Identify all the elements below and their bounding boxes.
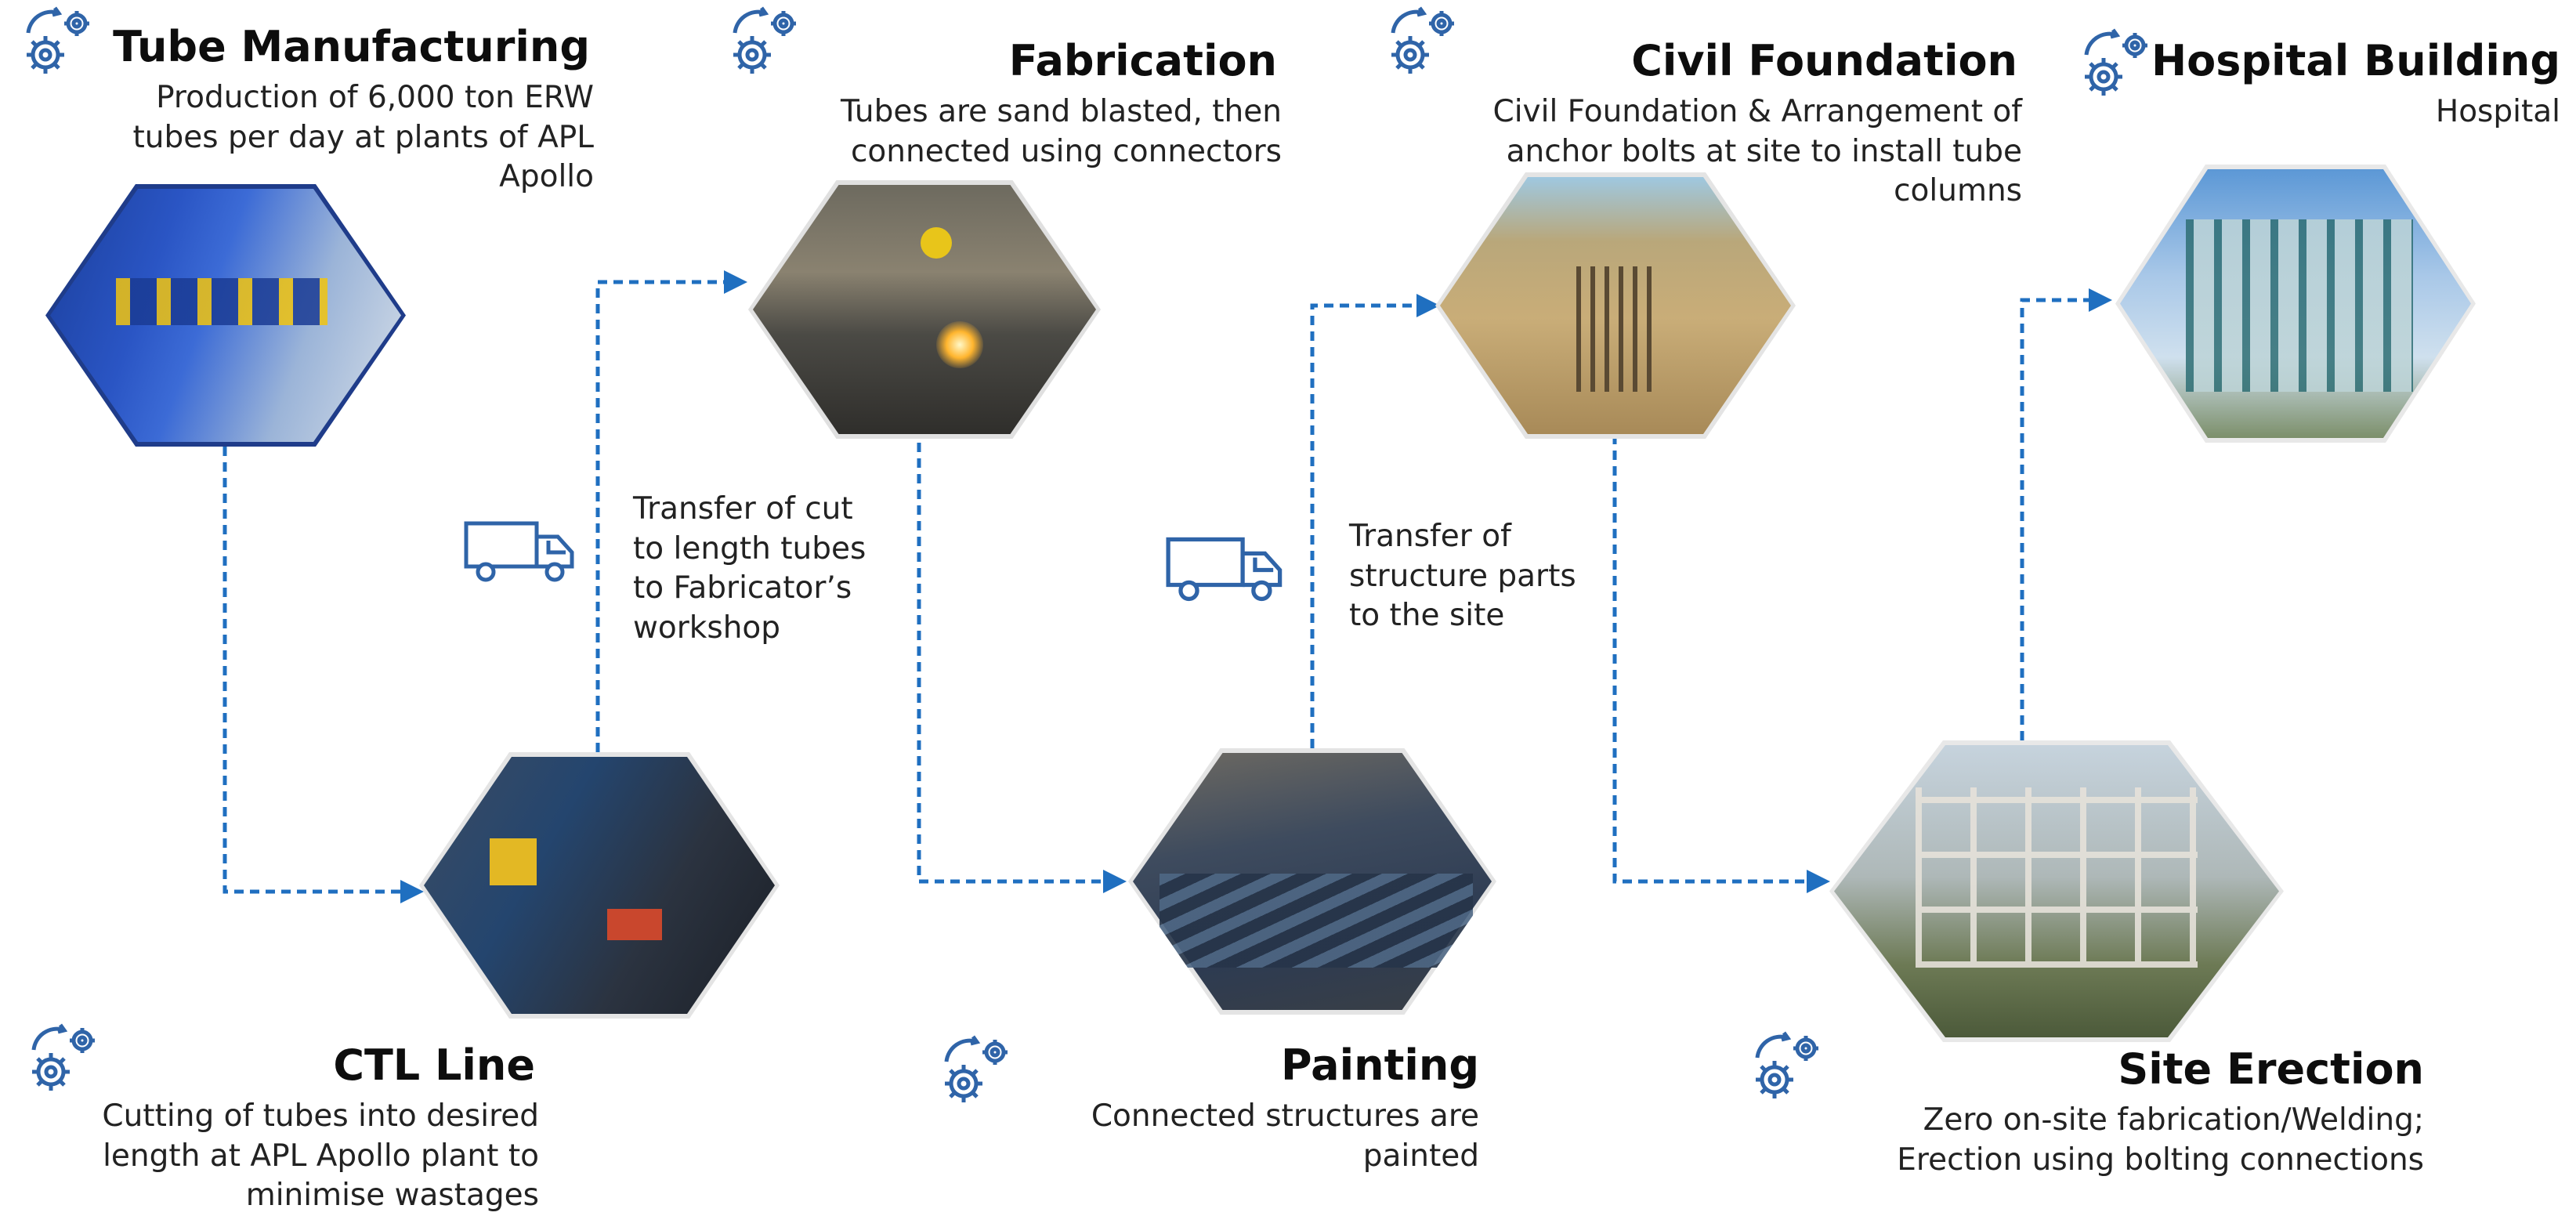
arrow-tube-to-ctl	[223, 447, 424, 903]
truck-icon	[464, 521, 574, 582]
hospital-building-desc: Hospital	[2435, 94, 2560, 129]
gears-icon	[31, 1023, 95, 1091]
arrow-erection-to-hospital	[2020, 288, 2112, 740]
gears-icon	[26, 6, 89, 74]
gears-icon	[1391, 6, 1454, 74]
hospital-building-photo	[2115, 165, 2476, 443]
civil-foundation-desc: Civil Foundation & Arrangement of anchor…	[1492, 94, 2022, 209]
gears-icon	[1755, 1031, 1818, 1098]
site-erection-photo	[1829, 740, 2284, 1042]
fabrication-photo	[748, 180, 1101, 439]
fabrication-desc: Tubes are sand blasted, then connected u…	[840, 94, 1282, 169]
site-erection-title: Site Erection	[2118, 1044, 2424, 1094]
transfer-to-fabricator-text: Transfer of cut to length tubes to Fabri…	[633, 491, 867, 646]
ctl-line-desc: Cutting of tubes into desired length at …	[102, 1098, 539, 1214]
gears-icon	[733, 6, 796, 74]
painting-photo	[1128, 748, 1496, 1015]
arrow-civil-to-erection	[1612, 435, 1830, 893]
painting-title: Painting	[1281, 1040, 1479, 1090]
transfer-to-site-text: Transfer of structure parts to the site	[1349, 519, 1576, 634]
gears-icon	[944, 1035, 1008, 1102]
truck-icon	[1166, 537, 1283, 602]
arrow-painting-to-civil	[1310, 294, 1440, 748]
arrow-ctl-to-fabrication	[595, 270, 747, 752]
ctl-line-title: CTL Line	[333, 1040, 535, 1090]
painting-desc: Connected structures are painted	[1091, 1098, 1479, 1174]
civil-foundation-title: Civil Foundation	[1631, 36, 2017, 85]
hospital-building-title: Hospital Building	[2151, 36, 2560, 85]
fabrication-title: Fabrication	[1008, 36, 1277, 85]
tube-manufacturing-desc: Production of 6,000 ton ERW tubes per da…	[132, 80, 594, 195]
site-erection-desc: Zero on-site fabrication/Welding; Erecti…	[1897, 1102, 2424, 1178]
gears-icon	[2084, 28, 2147, 96]
tube-manufacturing-title: Tube Manufacturing	[113, 22, 590, 71]
civil-foundation-photo	[1435, 172, 1796, 439]
arrow-fabrication-to-painting	[917, 443, 1127, 893]
